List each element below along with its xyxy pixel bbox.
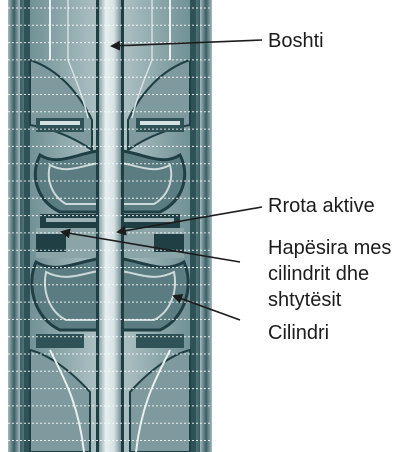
shaft-edge-right	[121, 0, 124, 452]
ledge-lower-right	[136, 334, 184, 348]
casing-right-wall	[200, 0, 212, 452]
label-impeller: Rrota aktive	[268, 193, 375, 219]
shaft	[96, 0, 124, 452]
label-gap-line-1: Hapësira mes	[268, 235, 391, 261]
pump-photo	[8, 0, 212, 452]
shaft-edge-left	[96, 0, 99, 452]
label-gap-line-3: shtytësit	[268, 287, 391, 313]
ledge-upper-right-hl	[140, 121, 180, 125]
label-gap-line-2: cilindrit dhe	[268, 261, 391, 287]
ledge-lower-left	[36, 334, 84, 348]
gap-dark-left	[36, 234, 66, 252]
label-shaft: Boshti	[268, 28, 324, 54]
casing-left-wall	[8, 0, 20, 452]
ledge-upper-left-hl	[40, 121, 80, 125]
label-cylinder: Cilindri	[268, 320, 329, 346]
label-gap: Hapësira mes cilindrit dhe shtytësit	[268, 235, 391, 313]
